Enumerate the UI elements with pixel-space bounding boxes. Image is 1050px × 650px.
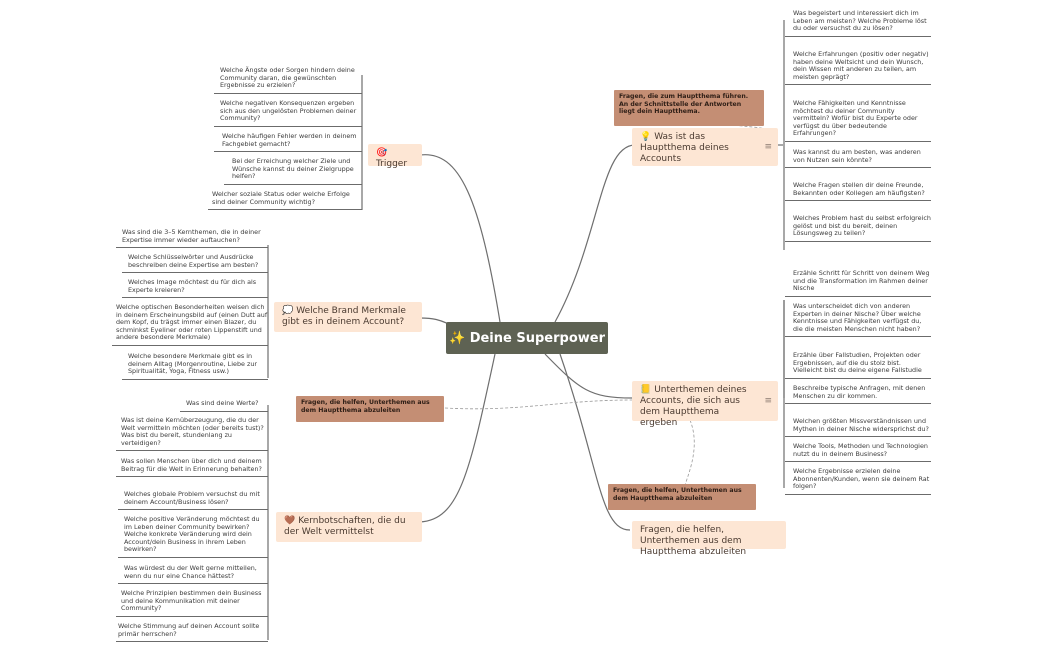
leaf-trigger-5: Welcher soziale Status oder welche Erfol… <box>208 190 362 211</box>
speech-bubble-icon: 💭 <box>282 306 294 316</box>
leaf-unter-6: Welche Tools, Methoden und Technologien … <box>785 442 931 463</box>
note-hauptthema[interactable]: Fragen, die zum Hauptthema führen. An de… <box>614 90 764 126</box>
heart-icon: 🤎 <box>284 516 296 526</box>
leaf-brand-3: Welches Image möchtest du für dich als E… <box>122 278 268 299</box>
leaf-kern-3: Was sollen Menschen über dich und deinem… <box>116 457 268 478</box>
leaf-kern-2: Was ist deine Kernüberzeugung, die du de… <box>116 416 268 452</box>
note-unterthemen-left[interactable]: Fragen, die helfen, Unterthemen aus dem … <box>296 396 444 422</box>
leaf-unter-7: Welche Ergebnisse erzielen deine Abonnen… <box>785 467 931 495</box>
leaf-haupt-4: Was kannst du am besten, was anderen von… <box>785 148 931 169</box>
leaf-unter-5: Welchen größten Missverständnissen und M… <box>785 417 931 438</box>
topic-brand-merkmale[interactable]: 💭Welche Brand Merkmale gibt es in deinem… <box>274 302 422 332</box>
target-icon: 🎯 <box>376 148 388 158</box>
leaf-unter-4: Beschreibe typische Anfragen, mit denen … <box>785 384 931 405</box>
leaf-haupt-3: Welche Fähigkeiten und Kenntnisse möchte… <box>785 99 931 142</box>
leaf-unter-3: Erzähle über Fallstudien, Projekten oder… <box>785 351 931 379</box>
sparkles-icon: ✨ <box>448 330 470 346</box>
notebook-icon: 📒 <box>640 385 652 395</box>
leaf-brand-2: Welche Schlüsselwörter und Ausdrücke bes… <box>122 253 268 274</box>
leaf-trigger-2: Welche negativen Konsequenzen ergeben si… <box>214 99 362 127</box>
lightbulb-icon: 💡 <box>640 132 652 142</box>
leaf-brand-1: Was sind die 3–5 Kernthemen, die in dein… <box>116 228 268 249</box>
leaf-kern-6: Was würdest du der Welt gerne mitteilen,… <box>118 564 268 585</box>
topic-kernbotschaften[interactable]: 🤎Kernbotschaften, die du der Welt vermit… <box>276 512 422 542</box>
leaf-unter-1: Erzähle Schritt für Schritt von deinem W… <box>785 269 931 297</box>
note-unterthemen-bottom[interactable]: Fragen, die helfen, Unterthemen aus dem … <box>608 484 756 510</box>
leaf-kern-1: Was sind deine Werte? <box>180 399 268 412</box>
topic-trigger[interactable]: 🎯Trigger <box>368 144 422 169</box>
leaf-kern-5: Welche positive Veränderung möchtest du … <box>118 515 268 558</box>
topic-hauptthema[interactable]: 💡Was ist das Hauptthema deines Accounts … <box>632 128 778 166</box>
leaf-brand-5: Welche besondere Merkmale gibt es in dei… <box>122 352 268 380</box>
leaf-kern-8: Welche Stimmung auf deinen Account sollt… <box>116 622 268 643</box>
leaf-trigger-4: Bei der Erreichung welcher Ziele und Wün… <box>224 157 362 185</box>
leaf-kern-7: Welche Prinzipien bestimmen dein Busines… <box>116 589 268 617</box>
leaf-trigger-1: Welche Ängste oder Sorgen hindern deine … <box>214 66 362 94</box>
leaf-haupt-6: Welches Problem hast du selbst erfolgrei… <box>785 214 931 242</box>
central-topic[interactable]: ✨ Deine Superpower <box>446 322 608 354</box>
topic-fragen[interactable]: Fragen, die helfen, Unterthemen aus dem … <box>632 521 786 557</box>
leaf-haupt-2: Welche Erfahrungen (positiv oder negativ… <box>785 50 931 86</box>
notes-icon[interactable]: ≡ <box>764 142 772 152</box>
leaf-trigger-3: Welche häufigen Fehler werden in deinem … <box>214 132 362 153</box>
leaf-brand-4: Welche optischen Besonderheiten weisen d… <box>112 303 268 346</box>
leaf-haupt-1: Was begeistert und interessiert dich im … <box>785 9 931 37</box>
notes-icon[interactable]: ≡ <box>764 396 772 406</box>
leaf-haupt-5: Welche Fragen stellen dir deine Freunde,… <box>785 181 931 202</box>
leaf-unter-2: Was unterscheidet dich von anderen Exper… <box>785 302 931 338</box>
topic-unterthemen[interactable]: 📒Unterthemen deines Accounts, die sich a… <box>632 381 778 428</box>
leaf-kern-4: Welches globale Problem versuchst du mit… <box>118 490 268 511</box>
